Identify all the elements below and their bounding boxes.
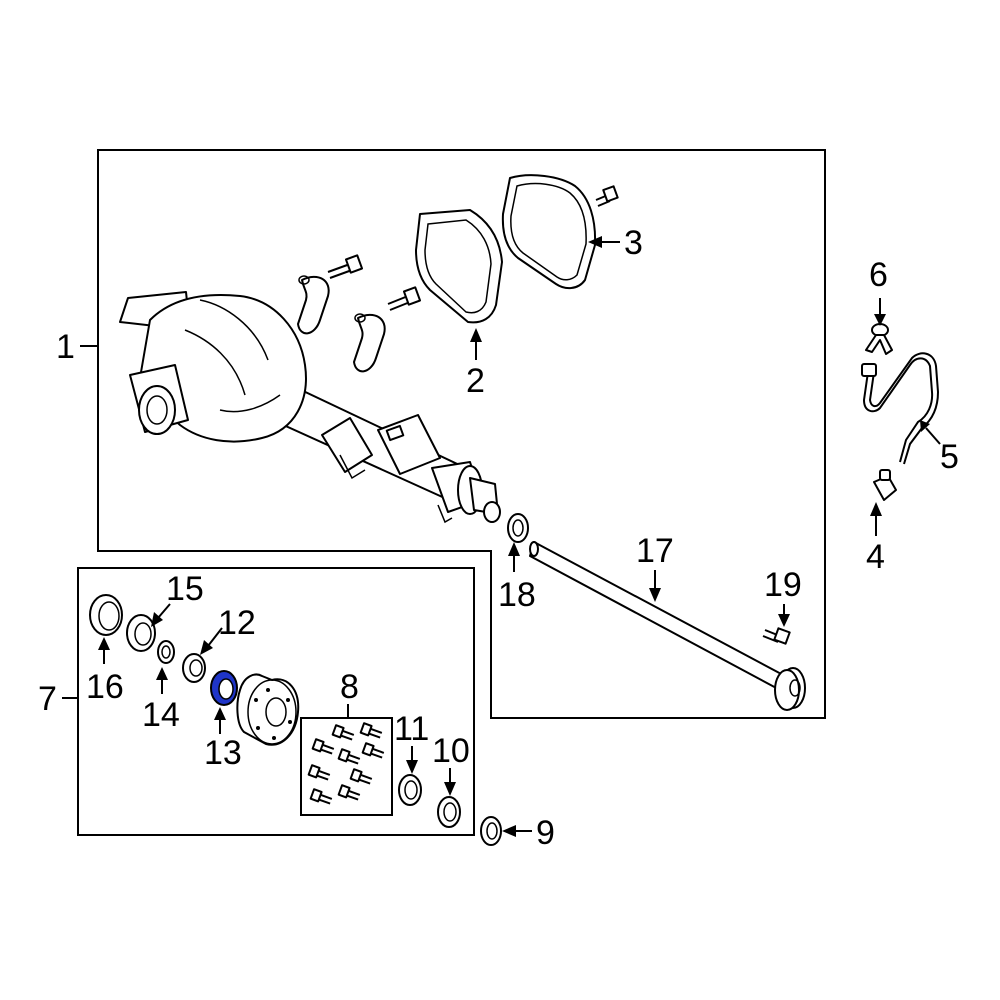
race-10[interactable] (437, 796, 461, 828)
hub-flange[interactable] (236, 673, 300, 746)
hub-kit-frame (77, 567, 475, 836)
callout-11: 11 (394, 710, 429, 748)
axle-seal[interactable] (507, 513, 529, 543)
wheel-stud[interactable] (762, 627, 791, 645)
callout-17: 17 (636, 532, 674, 570)
washer-14[interactable] (157, 640, 175, 664)
axle-shaft[interactable] (529, 541, 806, 711)
callout-3: 3 (624, 224, 643, 262)
cap-bolt-upper[interactable] (327, 254, 364, 279)
callout-7: 7 (38, 680, 57, 718)
callout-13: 13 (204, 734, 242, 772)
callout-2: 2 (466, 362, 485, 400)
callout-15: 15 (166, 570, 204, 608)
callout-6: 6 (869, 256, 888, 294)
callout-19: 19 (764, 566, 802, 604)
seal-9[interactable] (480, 816, 502, 846)
axle-housing[interactable] (119, 291, 501, 524)
callout-8: 8 (340, 668, 359, 706)
vent-hose[interactable] (861, 352, 940, 465)
cover-bolt[interactable] (595, 185, 619, 207)
bearing-cap-upper[interactable] (297, 275, 330, 335)
outer-seal-16[interactable] (89, 594, 123, 636)
bolt-kit-frame (300, 717, 393, 816)
callout-9: 9 (536, 814, 555, 852)
callout-18: 18 (498, 576, 536, 614)
callout-10: 10 (432, 732, 470, 770)
callout-12: 12 (218, 604, 256, 642)
bearing-12[interactable] (182, 653, 206, 683)
callout-16: 16 (86, 668, 124, 706)
bearing-11[interactable] (398, 774, 422, 806)
vent-connector[interactable] (873, 469, 897, 501)
hose-clip[interactable] (865, 323, 893, 355)
seal-13-highlighted[interactable] (210, 670, 238, 706)
bearing-race-15[interactable] (126, 614, 156, 652)
differential-cover[interactable] (501, 174, 597, 290)
bearing-cap-lower[interactable] (353, 313, 386, 373)
callout-14: 14 (142, 696, 180, 734)
axle-assembly-frame (97, 149, 826, 719)
callout-1: 1 (56, 328, 75, 366)
callout-4: 4 (866, 538, 885, 576)
bolt-set[interactable] (307, 722, 385, 805)
cover-gasket[interactable] (415, 209, 503, 324)
callout-5: 5 (940, 438, 959, 476)
cap-bolt-lower[interactable] (387, 286, 422, 311)
